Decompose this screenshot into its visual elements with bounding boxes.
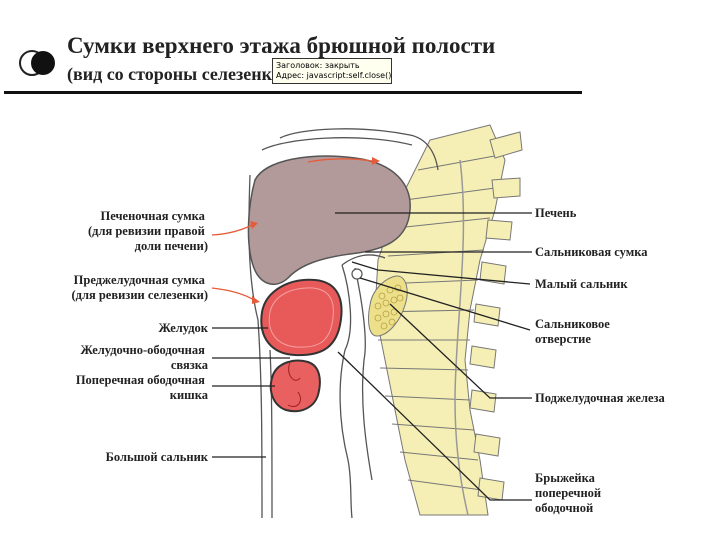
label-pregastric-bursa: Преджелудочная сумка (для ревизии селезе… xyxy=(71,273,208,302)
label-omental-bursa: Сальниковая сумка xyxy=(535,245,648,259)
label-transverse-colon: Поперечная ободочная кишка xyxy=(76,373,209,402)
label-pancreas: Поджелудочная железа xyxy=(535,391,666,405)
label-lesser-omentum: Малый сальник xyxy=(535,277,628,291)
link-tooltip: Заголовок: закрыть Адрес: javascript:sel… xyxy=(272,58,392,84)
transverse-colon xyxy=(271,361,320,412)
tooltip-title-line: Заголовок: закрыть xyxy=(276,61,388,71)
label-hepatic-bursa: Печеночная сумка (для ревизии правой дол… xyxy=(88,209,208,253)
arrowhead-pregastric-bursa xyxy=(252,296,260,304)
label-mesocolon: Брыжейка поперечной ободочной xyxy=(535,471,604,515)
label-stomach: Желудок xyxy=(158,321,208,335)
label-gastrocolic-ligament: Желудочно-ободочная связка xyxy=(80,343,208,372)
arrow-pregastric-bursa xyxy=(212,288,254,300)
stomach xyxy=(261,280,341,355)
arrow-hepatic-bursa xyxy=(212,225,252,235)
tooltip-address-line: Адрес: javascript:self.close() xyxy=(276,71,388,81)
label-greater-omentum: Большой сальник xyxy=(106,450,209,464)
label-liver: Печень xyxy=(535,206,577,220)
label-epiploic-foramen: Сальниковое отверстие xyxy=(535,317,613,346)
